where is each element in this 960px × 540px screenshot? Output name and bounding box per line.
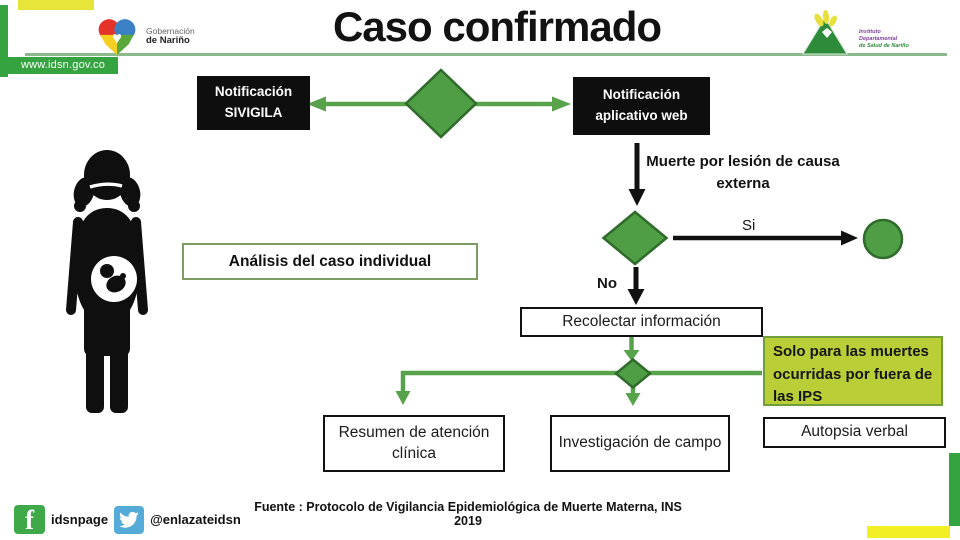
idsn-label-2: Departamental <box>859 36 898 43</box>
twitter-icon <box>114 505 145 534</box>
idsn-label-3: de Salud de Nariño <box>859 43 909 50</box>
idsn-triangle-icon <box>802 10 848 55</box>
gobernacion-heart-icon: ♥ <box>98 19 136 55</box>
facebook-f-glyph: f <box>25 505 34 534</box>
source-citation: Fuente : Protocolo de Vigilancia Epidemi… <box>254 500 682 528</box>
label-no: No <box>597 275 617 292</box>
header-divider <box>25 53 947 56</box>
idsn-label-1: Instituto <box>859 29 881 36</box>
node-solo-ips: Solo para las muertes ocurridas por fuer… <box>763 336 943 406</box>
left-accent-bar <box>0 5 8 77</box>
idsn-logo: Instituto Departamental de Salud de Nari… <box>795 8 945 56</box>
svg-text:♥: ♥ <box>112 28 122 47</box>
social-links: f idsnpage @enlazateidsn <box>14 505 241 534</box>
node-notificacion-sivigila: Notificación SIVIGILA <box>197 76 310 130</box>
node-analisis-caso: Análisis del caso individual <box>182 243 478 280</box>
gobernacion-logo: ♥ Gobernación de Nariño <box>96 16 208 58</box>
node-autopsia-verbal: Autopsia verbal <box>763 417 946 448</box>
website-strip: www.idsn.gov.co <box>8 57 118 74</box>
node-notificacion-web: Notificación aplicativo web <box>573 77 710 135</box>
pregnant-woman-pictogram <box>64 150 150 413</box>
twitter-bird-glyph <box>119 511 139 528</box>
decision-diamond-collect <box>614 357 652 390</box>
facebook-icon: f <box>14 505 45 534</box>
label-external-cause: Muerte por lesión de causa externa <box>646 153 840 192</box>
terminator-circle <box>862 218 904 260</box>
node-resumen-clinica: Resumen de atención clínica <box>323 415 505 472</box>
label-si: Si <box>742 217 756 234</box>
decision-diamond-notification <box>404 68 478 139</box>
twitter-handle: @enlazateidsn <box>150 512 241 527</box>
decision-diamond-external-cause <box>601 210 669 266</box>
node-recolectar: Recolectar información <box>520 307 763 337</box>
page-title: Caso confirmado <box>332 3 662 50</box>
facebook-handle: idsnpage <box>51 512 109 527</box>
top-accent-bar <box>18 0 94 10</box>
node-investigacion-campo: Investigación de campo <box>550 415 730 472</box>
bottom-accent-bar <box>867 526 950 538</box>
gobernacion-label-1: Gobernación <box>146 25 195 36</box>
gobernacion-label-2: de Nariño <box>146 35 190 47</box>
right-accent-bar <box>949 453 960 526</box>
